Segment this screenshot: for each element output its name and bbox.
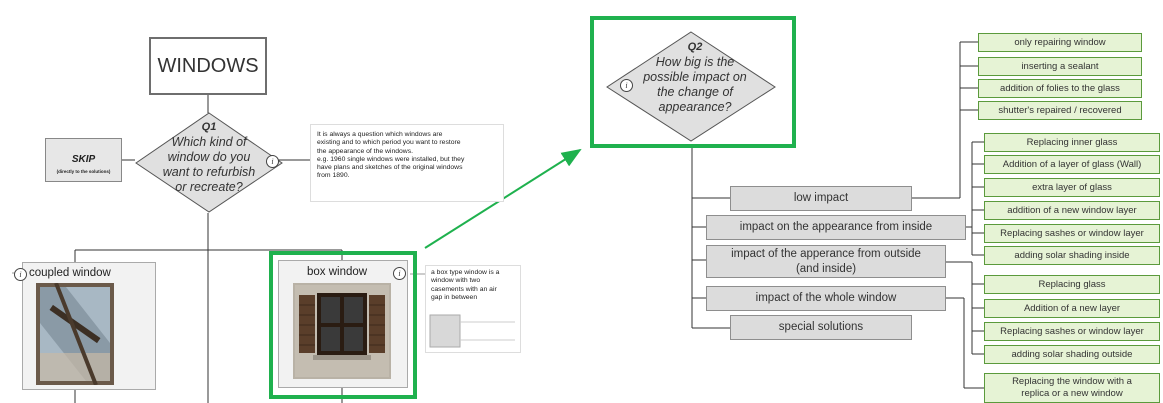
q2-highlight (590, 16, 796, 148)
impact-low[interactable]: low impact (730, 186, 912, 211)
box-window-highlight (269, 251, 417, 399)
solution-solar-shading-inside[interactable]: adding solar shading inside (984, 246, 1160, 265)
impact-special[interactable]: special solutions (730, 315, 912, 340)
q2-line-1: How big is the (655, 55, 735, 69)
solution-replacing-glass[interactable]: Replacing glass (984, 275, 1160, 294)
q2-info-icon[interactable]: i (620, 79, 633, 92)
box-window-note-line: window with two (431, 277, 481, 285)
windows-title-box: WINDOWS (149, 37, 267, 95)
solution-replica-window[interactable]: Replacing the window with a replica or a… (984, 373, 1160, 403)
box-window-note: a box type window is a window with two c… (425, 265, 521, 353)
q1-note: It is always a question which windows ar… (310, 124, 504, 202)
q1-line-1: Which kind of (171, 135, 247, 149)
solution-folies[interactable]: addition of folies to the glass (978, 79, 1142, 98)
q1-text: Q1 Which kind of window do you want to r… (153, 120, 265, 195)
q1-line-4: or recreate? (175, 180, 243, 194)
q1-label: Q1 (201, 121, 217, 133)
solution-replacing-sashes-inside[interactable]: Replacing sashes or window layer (984, 224, 1160, 243)
solution-sealant[interactable]: inserting a sealant (978, 57, 1142, 76)
q2-line-4: appearance? (658, 100, 732, 114)
q1-note-line: existing and to which period you want to… (317, 139, 461, 147)
q1-note-line: have plans and sketches of the original … (317, 164, 463, 172)
q2-label: Q2 (687, 41, 703, 53)
box-window-info-icon[interactable]: i (393, 267, 406, 280)
q2-text: Q2 How big is the possible impact on the… (633, 40, 757, 115)
box-window-sketch (429, 314, 515, 348)
q1-line-2: window do you (167, 150, 251, 164)
coupled-window-photo (36, 283, 114, 385)
box-window-note-line: gap in between (431, 293, 478, 301)
solution-solar-shading-outside[interactable]: adding solar shading outside (984, 345, 1160, 364)
box-window-label: box window (307, 266, 368, 278)
skip-label: SKIP (71, 154, 96, 165)
windows-title: WINDOWS (157, 54, 259, 77)
impact-inside[interactable]: impact on the appearance from inside (706, 215, 966, 240)
q1-note-line: from 1890. (317, 172, 350, 180)
box-window-photo (293, 283, 391, 379)
solution-shutters[interactable]: shutter's repaired / recovered (978, 101, 1142, 120)
solution-replacing-inner-glass[interactable]: Replacing inner glass (984, 133, 1160, 152)
box-window-note-line: a box type window is a (431, 269, 500, 276)
solution-new-window-layer[interactable]: addition of a new window layer (984, 201, 1160, 220)
q1-line-3: want to refurbish (162, 165, 256, 179)
box-window-note-line: casements with an air (431, 285, 497, 293)
impact-whole-window[interactable]: impact of the whole window (706, 286, 946, 311)
q2-line-3: the change of (657, 85, 733, 99)
q2-diamond (606, 31, 776, 142)
q1-note-line: e.g. 1960 single windows were installed,… (317, 155, 465, 163)
impact-outside[interactable]: impact of the apperance from outside (an… (706, 245, 946, 278)
solution-extra-glass[interactable]: extra layer of glass (984, 178, 1160, 197)
coupled-window-label: coupled window (29, 267, 111, 279)
solution-only-repairing[interactable]: only repairing window (978, 33, 1142, 52)
q2-line-2: possible impact on (643, 70, 747, 84)
skip-button[interactable]: SKIP (directly to the solutions) (45, 138, 122, 182)
coupled-window-info-icon[interactable]: i (14, 268, 27, 281)
q1-note-line: the appearance of the windows. (317, 147, 413, 155)
q1-info-icon[interactable]: i (266, 155, 279, 168)
solution-glass-layer-wall[interactable]: Addition of a layer of glass (Wall) (984, 155, 1160, 174)
q1-note-line: It is always a question which windows ar… (317, 131, 443, 138)
solution-replacing-sashes-outside[interactable]: Replacing sashes or window layer (984, 322, 1160, 341)
skip-sublabel: (directly to the solutions) (56, 169, 111, 174)
solution-new-layer[interactable]: Addition of a new layer (984, 299, 1160, 318)
q1-diamond (135, 112, 283, 213)
